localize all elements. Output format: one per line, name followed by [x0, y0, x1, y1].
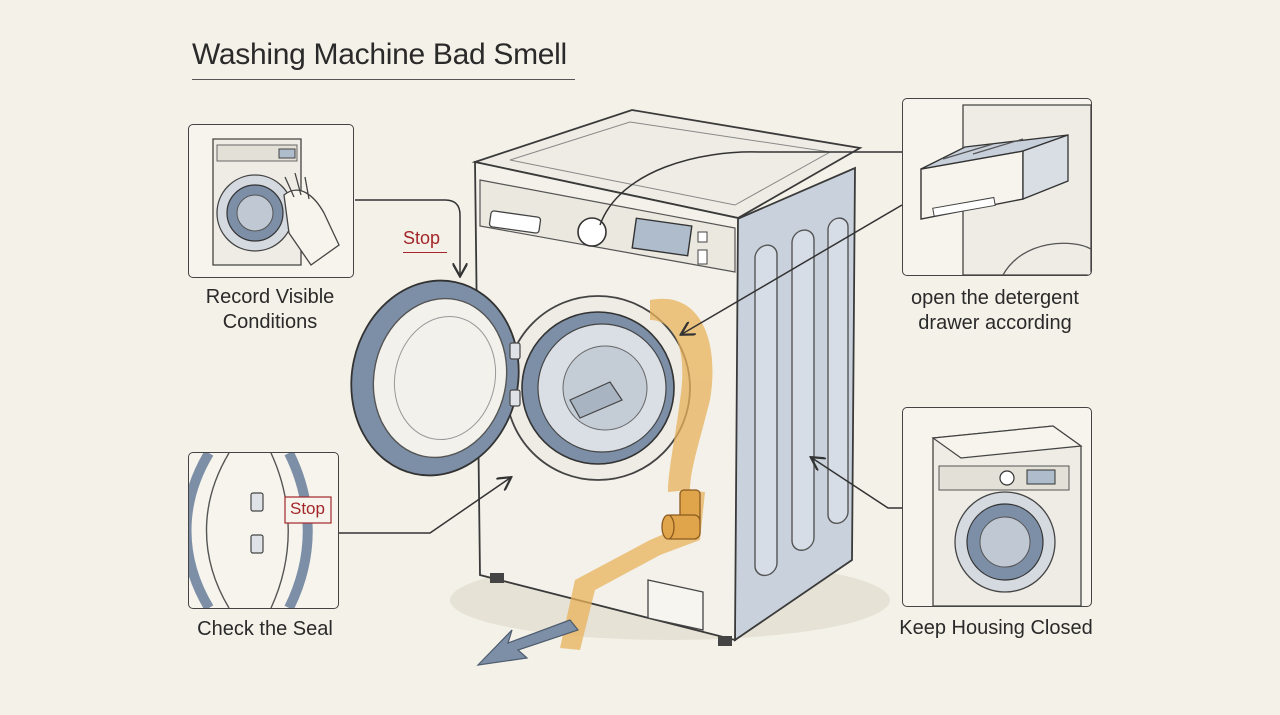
connector-seal [338, 478, 510, 534]
closed-washer-illustration [931, 425, 1083, 606]
service-hatch [647, 579, 704, 631]
outflow-arrow [476, 619, 580, 666]
caption-detergent: open the detergent drawer according [911, 287, 1079, 334]
detergent-drawer-illustration [920, 104, 1091, 275]
mini-washer-with-hand [212, 138, 340, 266]
step-panel-record [188, 124, 354, 278]
stop-label-seal: Stop [290, 499, 325, 518]
door-seal-closeup [189, 453, 332, 608]
drain-hose [661, 489, 701, 540]
caption-seal: Check the Seal [197, 618, 333, 640]
diagram-title: Washing Machine Bad Smell [192, 38, 567, 71]
step-panel-detergent [902, 98, 1092, 276]
machine-door [350, 279, 521, 477]
stop-label-top: Stop [403, 228, 441, 248]
title-underline [192, 79, 575, 80]
drum-opening [505, 295, 691, 481]
connector-detergent-top [599, 151, 902, 226]
connector-housing [812, 458, 902, 509]
display-screen [631, 217, 693, 257]
connector-detergent [682, 204, 903, 334]
stop-label-top-underline [403, 252, 447, 253]
caption-housing: Keep Housing Closed [899, 617, 1093, 639]
step-panel-seal [188, 452, 339, 609]
control-panel [479, 179, 736, 273]
step-panel-housing [902, 407, 1092, 607]
connector-record [355, 199, 460, 275]
program-dial [577, 217, 607, 247]
caption-record: Record Visible Conditions [205, 286, 335, 333]
machine-side-panel [734, 166, 856, 642]
